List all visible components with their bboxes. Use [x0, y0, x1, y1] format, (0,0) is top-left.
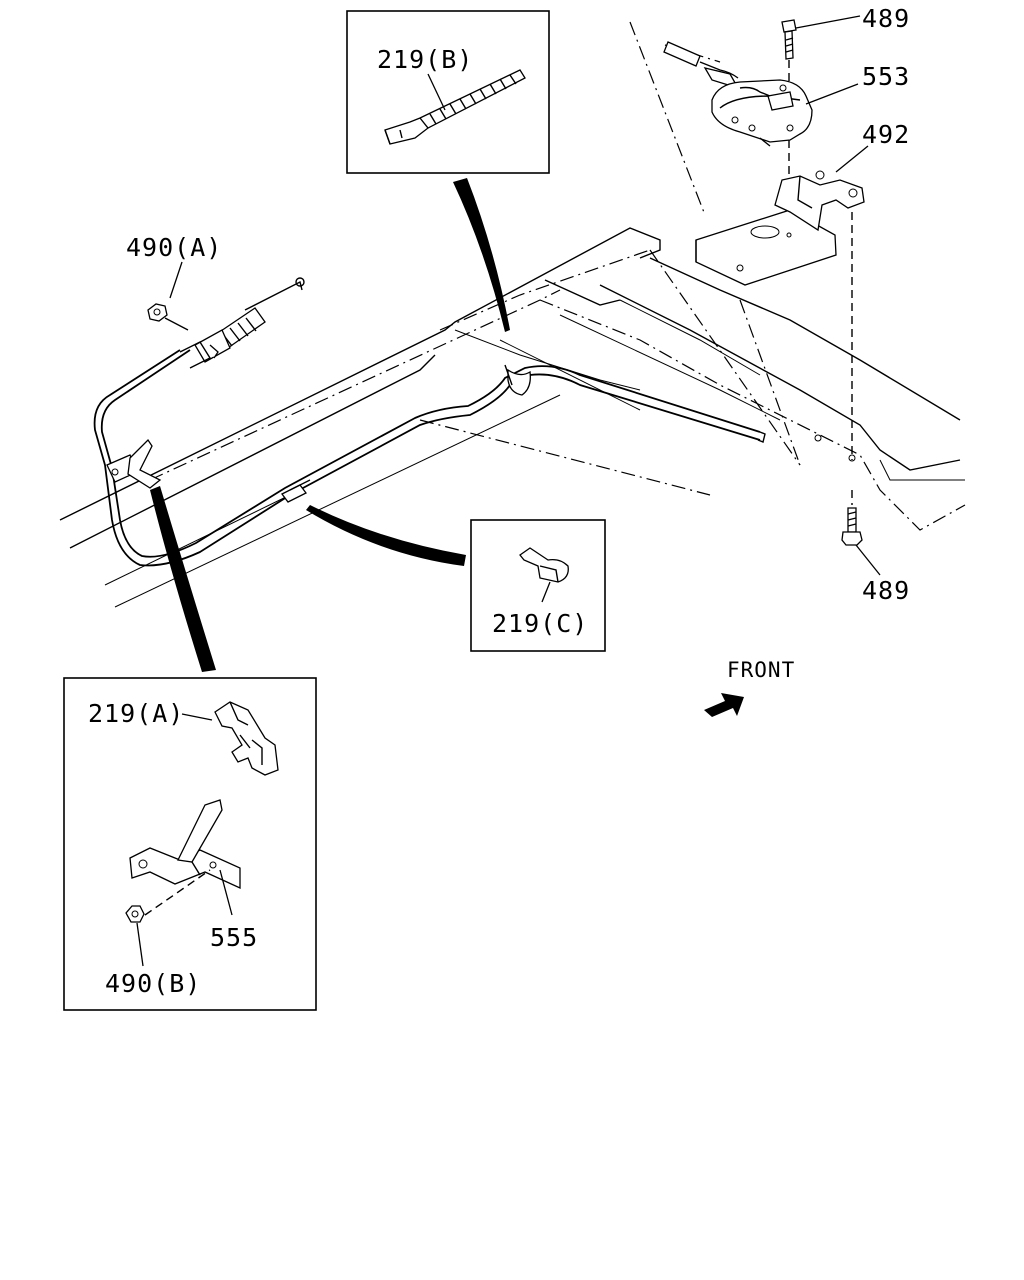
label-490b: 490(B)	[105, 969, 201, 998]
label-219b: 219(B)	[377, 45, 473, 74]
pointer-219c	[306, 505, 466, 566]
pointer-219b	[453, 178, 510, 332]
inset-219c: 219(C)	[470, 519, 606, 652]
label-553: 553	[862, 62, 910, 91]
label-219c: 219(C)	[492, 609, 588, 638]
bracket-492	[649, 145, 869, 466]
pointer-219a	[150, 486, 216, 672]
nut-490a	[147, 303, 189, 331]
control-lever-assembly	[629, 15, 861, 235]
parking-brake-cable	[93, 349, 766, 567]
front-arrow-icon	[704, 693, 744, 717]
label-219a: 219(A)	[88, 699, 184, 728]
label-489-top: 489	[862, 4, 910, 33]
inset-219a-555: 219(A) 555 490(B)	[63, 677, 317, 1011]
front-label: FRONT	[727, 658, 795, 682]
cable-end-assembly	[179, 277, 305, 369]
inset-219b: 219(B)	[346, 10, 550, 174]
label-489-bottom: 489	[862, 576, 910, 605]
label-555: 555	[210, 923, 258, 952]
bolt-489-bottom	[841, 490, 881, 576]
bracket-main-view	[106, 438, 162, 489]
label-492: 492	[862, 120, 910, 149]
label-490a: 490(A)	[126, 233, 222, 262]
